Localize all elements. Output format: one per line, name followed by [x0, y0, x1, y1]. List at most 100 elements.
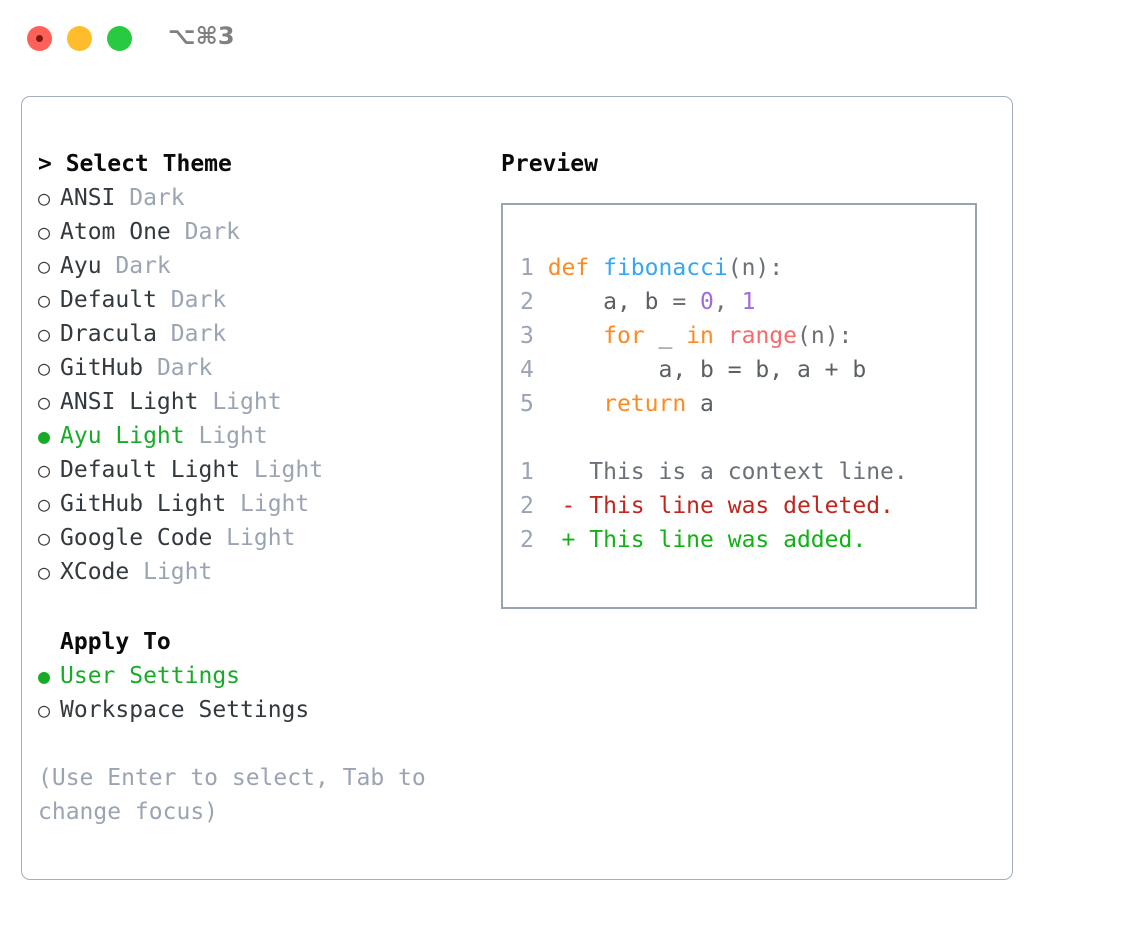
apply-option-label: Workspace Settings	[60, 697, 310, 723]
theme-option-label: ANSI	[60, 185, 116, 211]
theme-option-10[interactable]: ○ Google Code Light	[38, 521, 468, 555]
code-token	[714, 323, 728, 349]
theme-option-label: Default	[60, 287, 157, 313]
select-theme-header: > Select Theme	[38, 151, 232, 177]
theme-option-tag: Dark	[170, 219, 241, 245]
line-number: 2	[520, 289, 548, 315]
line-number: 4	[520, 357, 548, 383]
radio-unselected-icon: ○	[38, 220, 51, 244]
theme-option-0[interactable]: ○ ANSI Dark	[38, 181, 468, 215]
theme-option-3[interactable]: ○ Default Dark	[38, 283, 468, 317]
line-number: 2	[520, 527, 548, 553]
theme-selection-column: > Select Theme ○ANSI Dark○Atom One Dark○…	[38, 147, 468, 829]
diff-text: - This line was deleted.	[547, 493, 894, 519]
theme-option-4[interactable]: ○ Dracula Dark	[38, 317, 468, 351]
code-line: 1 def fibonacci(n):	[520, 251, 866, 285]
theme-option-7[interactable]: ● Ayu Light Light	[38, 419, 468, 453]
code-token: (n):	[797, 323, 853, 349]
theme-option-label: Dracula	[60, 321, 157, 347]
theme-option-tag: Dark	[156, 287, 227, 313]
radio-unselected-icon: ○	[38, 186, 51, 210]
radio-unselected-icon: ○	[38, 526, 51, 550]
code-line: 2 a, b = 0, 1	[520, 285, 866, 319]
radio-unselected-icon: ○	[38, 356, 51, 380]
theme-option-8[interactable]: ○Default Light Light	[38, 453, 468, 487]
code-line: 4 a, b = b, a + b	[520, 353, 866, 387]
theme-option-tag: Dark	[115, 185, 185, 211]
radio-unselected-icon: ○	[38, 390, 51, 414]
line-number: 1	[520, 255, 548, 281]
theme-option-tag: Light	[212, 525, 296, 551]
apply-to-section: Apply To ● User Settings ○ Workspace Settin…	[38, 625, 468, 727]
apply-to-list[interactable]: ● User Settings ○ Workspace Settings	[38, 659, 468, 727]
theme-option-6[interactable]: ○ ANSI Light Light	[38, 385, 468, 419]
line-number: 2	[520, 493, 548, 519]
theme-option-5[interactable]: ○GitHub Dark	[38, 351, 468, 385]
theme-option-tag: Light	[198, 389, 282, 415]
code-token	[589, 255, 603, 281]
theme-option-tag: Light	[240, 457, 324, 483]
theme-option-label: XCode	[60, 559, 130, 585]
code-token: return	[603, 391, 687, 417]
theme-option-label: Google Code	[60, 525, 213, 551]
theme-option-1[interactable]: ○Atom One Dark	[38, 215, 468, 249]
theme-option-label: ANSI Light	[60, 389, 199, 415]
theme-option-label: Ayu Light	[60, 423, 185, 449]
diff-line: 1 This is a context line.	[520, 455, 908, 489]
theme-option-tag: Light	[226, 491, 310, 517]
keyboard-shortcut-label: ⌥⌘3	[168, 22, 235, 50]
diff-line: 2 - This line was deleted.	[520, 489, 908, 523]
radio-unselected-icon: ○	[38, 492, 51, 516]
code-token: =	[672, 289, 701, 315]
radio-unselected-icon: ○	[38, 698, 51, 722]
diff-line: 2 + This line was added.	[520, 523, 908, 557]
code-line: 3 for _ in range(n):	[520, 319, 866, 353]
code-token	[548, 323, 603, 349]
apply-option-0[interactable]: ● User Settings	[38, 659, 468, 693]
theme-option-tag: Dark	[156, 321, 227, 347]
radio-unselected-icon: ○	[38, 560, 51, 584]
radio-unselected-icon: ○	[38, 254, 51, 278]
line-number: 3	[520, 323, 548, 349]
radio-unselected-icon: ○	[38, 288, 51, 312]
code-token: for	[603, 323, 645, 349]
minimize-window-button[interactable]	[67, 26, 92, 51]
diff-text: This is a context line.	[547, 459, 908, 485]
apply-option-label: User Settings	[60, 663, 241, 689]
code-token: (n):	[727, 255, 784, 281]
code-token: def	[547, 255, 590, 281]
code-token: ,	[713, 289, 742, 315]
theme-option-tag: Dark	[143, 355, 213, 381]
theme-option-9[interactable]: ○ GitHub Light Light	[38, 487, 468, 521]
code-token: in	[686, 323, 714, 349]
code-token: 1	[741, 289, 756, 315]
radio-unselected-icon: ○	[38, 322, 51, 346]
code-token: _	[644, 323, 687, 349]
diff-sample: 1 This is a context line.2 - This line w…	[520, 455, 908, 557]
theme-picker-panel: > Select Theme ○ANSI Dark○Atom One Dark○…	[21, 96, 1013, 880]
maximize-window-button[interactable]	[107, 26, 132, 51]
theme-option-label: Ayu	[60, 253, 102, 279]
diff-text: + This line was added.	[547, 527, 867, 553]
close-window-button[interactable]	[27, 26, 52, 51]
theme-option-tag: Light	[129, 559, 213, 585]
radio-selected-icon: ●	[38, 664, 51, 688]
theme-option-label: GitHub Light	[60, 491, 227, 517]
window-titlebar: ⌥⌘3	[0, 0, 1140, 78]
apply-to-header: Apply To	[60, 629, 171, 655]
theme-list[interactable]: ○ANSI Dark○Atom One Dark○Ayu Dark○Defaul…	[38, 181, 468, 589]
radio-selected-icon: ●	[38, 424, 51, 448]
theme-option-tag: Light	[184, 423, 268, 449]
keyboard-hint-text: (Use Enter to select, Tab to change focu…	[38, 765, 440, 825]
preview-column: Preview 1 def fibonacci(n):2 a, b = 0, 1…	[501, 147, 991, 609]
line-number: 1	[520, 459, 548, 485]
code-token	[548, 391, 603, 417]
code-token: fibonacci	[603, 255, 728, 281]
theme-option-2[interactable]: ○Ayu Dark	[38, 249, 468, 283]
apply-option-1[interactable]: ○ Workspace Settings	[38, 693, 468, 727]
line-number: 5	[520, 391, 548, 417]
theme-option-11[interactable]: ○ XCode Light	[38, 555, 468, 589]
theme-option-label: Default Light	[60, 457, 241, 483]
